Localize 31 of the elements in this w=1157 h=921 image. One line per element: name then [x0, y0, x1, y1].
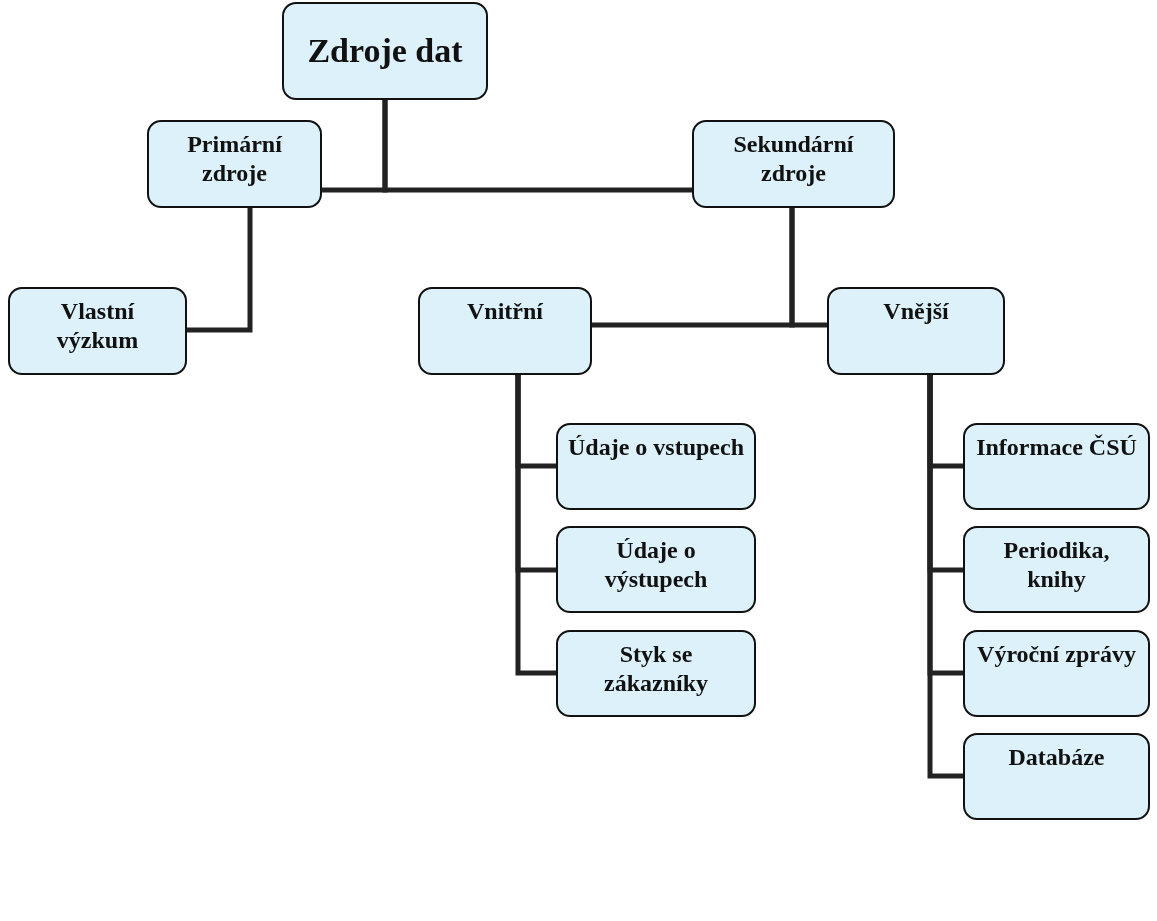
rounded-box: [556, 526, 756, 613]
rounded-box: [418, 287, 592, 375]
box-label: Vnitřní: [467, 297, 543, 326]
box-label: Styk se zákazníky: [603, 640, 709, 698]
box-label: Databáze: [1008, 743, 1105, 772]
box-label: Informace ČSÚ: [976, 433, 1137, 462]
connector-line: [927, 375, 963, 779]
box-label: Primární zdroje: [186, 130, 283, 188]
rounded-box: [282, 2, 488, 100]
connector-line: [187, 208, 253, 333]
rounded-box: [692, 120, 895, 208]
rounded-box: [963, 526, 1150, 613]
rounded-box: [8, 287, 187, 375]
rounded-box: [963, 630, 1150, 717]
rounded-box: [963, 423, 1150, 510]
box-label: Sekundární zdroje: [732, 130, 855, 188]
rounded-box: [556, 423, 756, 510]
rounded-box: [827, 287, 1005, 375]
box-label: Výroční zprávy: [977, 640, 1136, 669]
box-label: Zdroje dat: [307, 30, 463, 71]
box-label: Periodika, knihy: [1002, 536, 1111, 594]
connector-line: [789, 208, 827, 328]
box-label: Vnější: [883, 297, 949, 326]
connector-line: [382, 100, 692, 193]
rounded-box: [147, 120, 322, 208]
rounded-box: [556, 630, 756, 717]
connector-line: [515, 375, 556, 676]
box-label: Vlastní výzkum: [55, 297, 140, 355]
box-label: Údaje o vstupech: [568, 433, 744, 462]
box-label: Údaje o výstupech: [603, 536, 709, 594]
rounded-box: [963, 733, 1150, 820]
